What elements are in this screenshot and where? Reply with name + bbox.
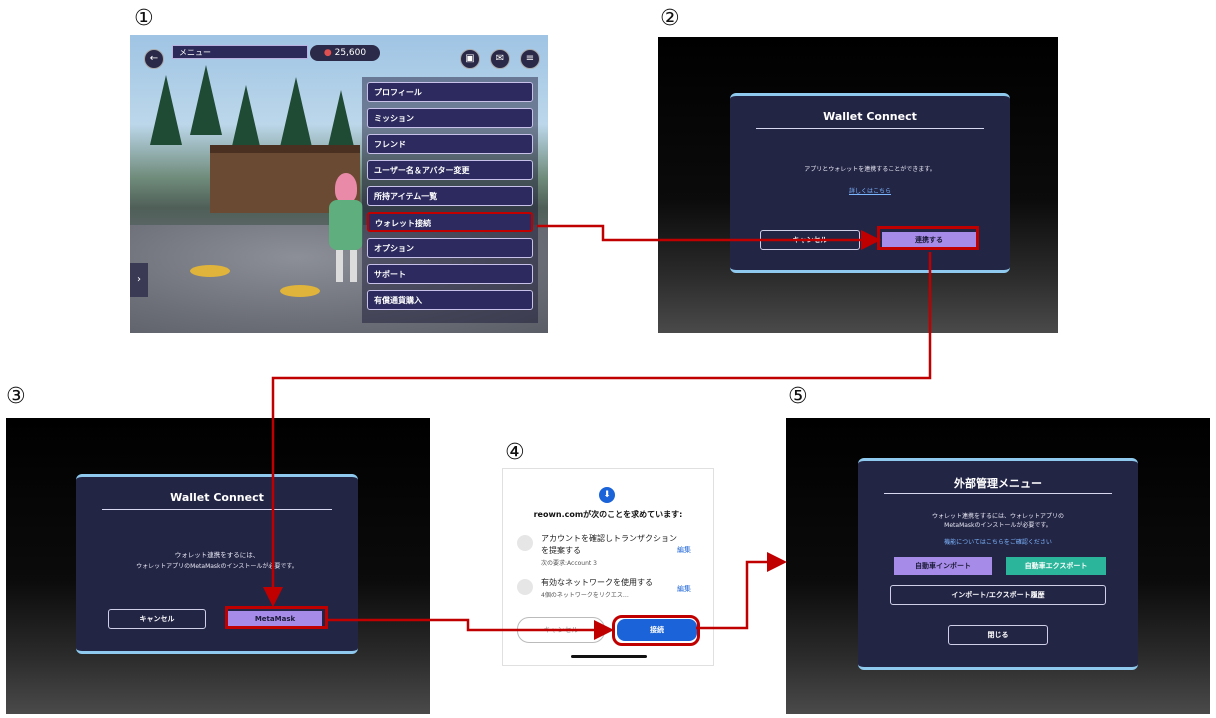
permission-2-line1: 有効なネットワークを使用する	[541, 578, 653, 587]
menu-item-options[interactable]: オプション	[367, 238, 533, 258]
account-icon	[517, 535, 533, 551]
home-indicator	[571, 655, 647, 658]
tree	[150, 75, 182, 145]
close-button[interactable]: 閉じる	[948, 625, 1048, 645]
menu-item-username-avatar[interactable]: ユーザー名＆アバター変更	[367, 160, 533, 180]
divider	[756, 128, 984, 129]
import-button[interactable]: 自動車インポート	[894, 557, 992, 575]
dialog-message: アプリとウォレットを連携することができます。	[804, 166, 936, 173]
step-number-2: ②	[660, 6, 680, 31]
menu-item-profile[interactable]: プロフィール	[367, 82, 533, 102]
currency-counter: ● 25,600	[310, 45, 380, 61]
step-number-5: ⑤	[788, 384, 808, 409]
arrow-step3-to-step4	[326, 618, 614, 640]
menu-item-mission[interactable]: ミッション	[367, 108, 533, 128]
arrow-step2-to-step3	[263, 252, 932, 607]
divider	[102, 509, 332, 510]
coin-icon: ●	[323, 48, 335, 58]
details-link[interactable]: 詳しくはこちら	[848, 188, 891, 195]
metamask-prompt-screen: Wallet Connect ウォレット連携をするには、 ウォレットアプリのMe…	[6, 418, 430, 714]
dialog-title: 外部管理メニュー	[954, 477, 1042, 490]
avatar-character-leg	[336, 250, 343, 282]
floor-marker	[190, 265, 230, 277]
dialog-message-line2: ウォレットアプリのMetaMaskのインストールが必要です。	[136, 563, 298, 570]
menu-item-wallet-connect[interactable]: ウォレット接続	[367, 212, 533, 232]
history-button[interactable]: インポート/エクスポート履歴	[890, 585, 1106, 605]
reown-logo-icon: ⬇	[599, 487, 615, 503]
game-screenshot-panel: ← メニュー ● 25,600 ▣ ✉ ≡ プロフィール ミッション フレンド …	[130, 35, 548, 333]
avatar-character-leg	[350, 250, 357, 282]
avatar-character-head	[335, 173, 357, 203]
tree	[280, 77, 312, 147]
tree	[230, 85, 262, 155]
permission-1-line1: アカウントを確認しトランザクション	[541, 534, 677, 543]
external-management-screen: 外部管理メニュー ウォレット連携をするには、ウォレットアプリの MetaMask…	[786, 418, 1210, 714]
edit-accounts-link[interactable]: 編集	[677, 546, 691, 554]
dialog-message-line1: ウォレット連携をするには、ウォレットアプリの	[931, 513, 1064, 520]
currency-amount: 25,600	[334, 48, 367, 58]
connect-button[interactable]: 接続	[617, 619, 697, 641]
export-button[interactable]: 自動車エクスポート	[1006, 557, 1106, 575]
arrow-step1-to-step2	[537, 224, 881, 250]
details-link[interactable]: 機能についてはこちらをご確認ください	[944, 539, 1052, 546]
cancel-button[interactable]: キャンセル	[108, 609, 206, 629]
tree	[190, 65, 222, 135]
menu-title-bar: メニュー	[172, 45, 308, 59]
menu-item-items[interactable]: 所持アイテム一覧	[367, 186, 533, 206]
mail-icon[interactable]: ✉	[490, 49, 510, 69]
step-number-3: ③	[6, 384, 26, 409]
dialog-title: Wallet Connect	[823, 110, 917, 123]
dialog-message-line2: MetaMaskのインストールが必要です。	[944, 522, 1052, 529]
wallet-connect-screen: Wallet Connect アプリとウォレットを連携することができます。 詳し…	[658, 37, 1058, 333]
permission-1-line2: を提案する	[541, 546, 581, 555]
permission-1-detail: 次の要求:Account 3	[541, 560, 597, 567]
avatar-character-body	[329, 200, 363, 250]
gift-icon[interactable]: ▣	[460, 49, 480, 69]
hamburger-menu-icon[interactable]: ≡	[520, 49, 540, 69]
external-management-dialog: 外部管理メニュー ウォレット連携をするには、ウォレットアプリの MetaMask…	[858, 458, 1138, 670]
back-arrow-icon[interactable]: ←	[144, 49, 164, 69]
arrow-step4-to-step5	[696, 552, 787, 630]
floor-marker	[280, 285, 320, 297]
menu-item-purchase[interactable]: 有償通貨購入	[367, 290, 533, 310]
divider	[884, 493, 1112, 494]
metamask-prompt-dialog: Wallet Connect ウォレット連携をするには、 ウォレットアプリのMe…	[76, 474, 358, 654]
request-heading: reown.comが次のことを求めています:	[533, 510, 683, 519]
dialog-title: Wallet Connect	[170, 491, 264, 504]
side-toggle-tab[interactable]: ›	[130, 263, 148, 297]
menu-item-support[interactable]: サポート	[367, 264, 533, 284]
dialog-message-line1: ウォレット連携をするには、	[174, 551, 260, 559]
network-icon	[517, 579, 533, 595]
metamask-button[interactable]: MetaMask	[228, 611, 322, 627]
menu-item-friend[interactable]: フレンド	[367, 134, 533, 154]
step-number-1: ①	[134, 6, 154, 31]
highlight-frame	[225, 606, 328, 629]
step-number-4: ④	[505, 440, 525, 465]
permission-2-detail: 4個のネットワークをリクエス…	[541, 592, 629, 599]
link-wallet-button[interactable]: 連携する	[882, 232, 976, 248]
edit-networks-link[interactable]: 編集	[677, 585, 691, 593]
